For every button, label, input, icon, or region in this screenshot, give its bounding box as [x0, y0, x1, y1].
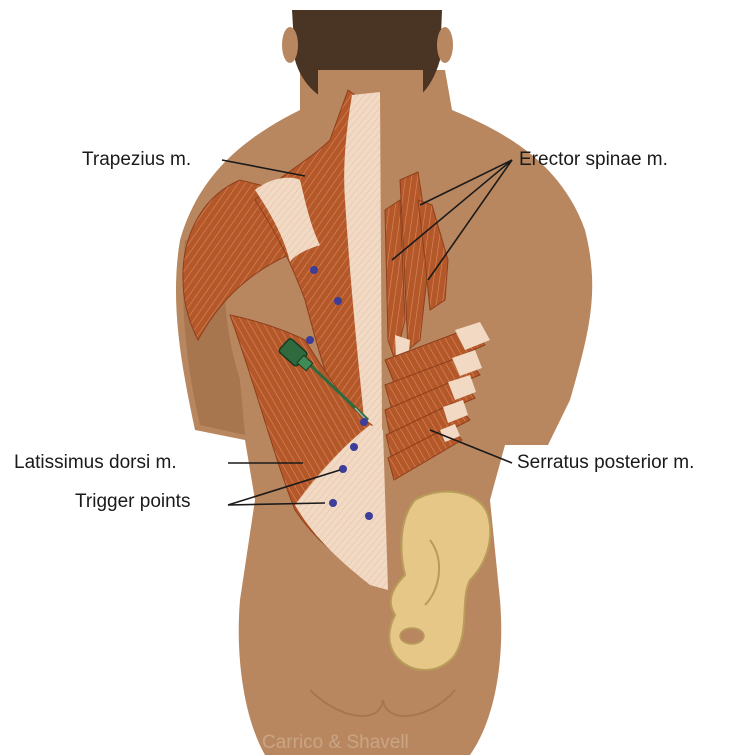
trigger-point — [365, 512, 373, 520]
right-ear — [437, 27, 453, 63]
latissimus-dorsi-label: Latissimus dorsi m. — [14, 453, 177, 472]
trigger-point — [306, 336, 314, 344]
serratus-posterior-label: Serratus posterior m. — [517, 453, 694, 472]
trigger-points-label: Trigger points — [75, 492, 190, 511]
pelvis-foramen — [400, 628, 424, 644]
trapezius-label: Trapezius m. — [82, 150, 191, 169]
trigger-point — [329, 499, 337, 507]
trigger-point — [310, 266, 318, 274]
erector-spinae-label: Erector spinae m. — [519, 150, 668, 169]
trigger-point — [360, 418, 368, 426]
trigger-point — [350, 443, 358, 451]
illustrator-credit: Carrico & Shavell — [262, 733, 409, 752]
left-ear — [282, 27, 298, 63]
trigger-point — [339, 465, 347, 473]
trigger-point — [334, 297, 342, 305]
